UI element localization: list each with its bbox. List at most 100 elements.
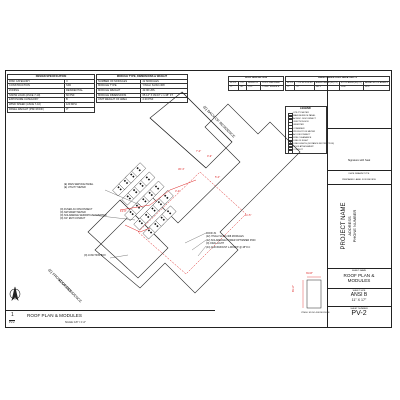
callout-label: (44) QUICKMOUNT L-MOUNT @ 48"O.C: [206, 245, 251, 249]
roof-attachment-icon: [156, 224, 159, 228]
legend-item: - FIRE CLEARANCE: [292, 136, 312, 139]
callout-label: (N) 3/4" EMT CONDUIT: [60, 217, 86, 220]
footer-number: 1: [11, 312, 14, 318]
roof-attachment-icon: [157, 187, 160, 190]
callouts-right: ROOF #1(22) YINGLI S1/SO-308 MODULES(22)…: [206, 232, 255, 249]
solar-module: [140, 171, 156, 187]
cell: #1: [284, 85, 296, 92]
module-spec-table: MODULE TYPE, DIMENSIONS & WEIGHT NUMBER …: [95, 74, 188, 104]
legend-item: - LINE OF SIGHT: [292, 139, 309, 142]
table-row: PANEL WEIGHT (PSF ROOF)4*: [7, 106, 96, 113]
module-dim-right: 39.03": [306, 272, 313, 275]
table-cell: 2.30 PSF: [140, 97, 188, 104]
roof-attachment-icon: [137, 206, 141, 209]
roof-attachment-icon: [132, 175, 135, 178]
array-area-table: ARRAY AREA & ROOF AREA CALC'S ROOF # OF …: [284, 76, 391, 92]
dimension-label: 36'-4": [178, 168, 185, 171]
fire-clearance-line: [137, 171, 247, 275]
project-text-group: PROJECT NAME ADDRESS PHONE NUMBER: [341, 195, 357, 257]
dimension-label: 11'-5": [245, 214, 252, 217]
date-cell: DATE DRAWN/TYPE PREPARED LABEL FOR REVIE…: [327, 170, 391, 184]
footer-sub: PV-2: [9, 320, 15, 324]
legend-item: - PRODUCTION METER: [292, 130, 316, 133]
callout-label: (N) ORAL LIGHT: [206, 242, 225, 246]
roof-attachment-icon: [150, 193, 153, 197]
dimension-label: 0'-9": [207, 155, 213, 158]
roof-attachment-icon: [140, 222, 143, 225]
dimension-label: 7'-0": [196, 150, 202, 153]
cell: 34%: [362, 85, 391, 92]
cell: COMP. SHINGLE: [260, 85, 284, 92]
signature-label: Signature with Seal: [347, 159, 371, 162]
legend-item: - JUNCTION BOX: [292, 121, 309, 124]
dimension-label: 3'-2": [175, 190, 181, 193]
house-outline: [94, 103, 301, 294]
callout-label: ROOF #1: [206, 232, 217, 235]
roof-attachment-icon: [144, 200, 147, 203]
title-block: [327, 76, 392, 327]
legend-item: - LINE LENGTH (DISTANCE INSTRUCTION): [292, 143, 334, 145]
north-arrow-icon: [9, 286, 21, 301]
legend-item: - UTILITY METER: [292, 112, 309, 114]
dimension-label: 13'-0": [120, 210, 127, 213]
legend-box: LEGEND - UTILITY METER- MAIN SERVICE PAN…: [285, 106, 334, 154]
roof-attachment-icon: [131, 212, 134, 216]
callout-label: (N) FUSED AC DISCONNECT: [60, 208, 93, 211]
roof-attachment-icon: [128, 197, 131, 200]
table-cell: 4*: [63, 106, 96, 113]
sheet-name-label: SHEET NAME: [351, 270, 367, 272]
legend-item: - INVERTER: [292, 124, 304, 127]
roof-attachment-icon: [166, 196, 169, 199]
solar-module: [158, 189, 174, 205]
project-cell: PROJECT NAME ADDRESS PHONE NUMBER: [327, 184, 391, 268]
cell: 141°: [246, 85, 262, 92]
roof-attachment-icon: [141, 184, 144, 187]
array-area-row: #1 22 392.1 1156 34%: [284, 85, 391, 92]
roof-attachment-icon: [147, 178, 151, 181]
cell: #1: [227, 85, 240, 92]
module-dim-bottom: 65.14": [292, 285, 295, 292]
roof-attachment-icon: [135, 191, 138, 194]
roof-attachment-icon: [162, 218, 165, 221]
sheet-size-cell: SHEET SIZE ANSI B 11" X 17": [327, 288, 391, 306]
cell: 40°: [238, 85, 248, 92]
sheet-number-cell: SHEET NUMBER PV-2: [327, 306, 391, 327]
date-label: DATE DRAWN/TYPE: [348, 173, 370, 175]
cell: 392.1: [313, 85, 340, 92]
project-phone: PHONE NUMBER: [352, 209, 357, 243]
callout-label: (N) SOLAREDGE SE6000H-US INVERTER: [60, 214, 107, 217]
solar-module: [131, 162, 147, 178]
legend-item: - AC DISCONNECT: [292, 133, 311, 136]
roof-attachment-icon: [138, 169, 141, 172]
sheet-footer: 1 PV-2 ROOF PLAN & MODULES SCALE: 1/8" =…: [5, 310, 215, 328]
prepared-label: PREPARED LABEL FOR REVIEW: [342, 179, 376, 181]
footer-title: ROOF PLAN & MODULES: [27, 313, 82, 318]
callout-label: (22) YINGLI S1/SO-308 MODULES: [206, 235, 244, 239]
roof-attachment-icon: [153, 209, 156, 212]
callout-label: (22) SOLAREDGE POWER OPTIMIZER P340: [206, 238, 256, 242]
sheet-name: ROOF PLAN & MODULES: [343, 273, 375, 283]
sheet-name-cell: SHEET NAME ROOF PLAN & MODULES: [327, 268, 391, 288]
callouts-left: (N) FUSED AC DISCONNECT(N) NM SMART METE…: [60, 208, 107, 220]
callout-label: (N) NM SMART METER: [60, 211, 86, 214]
sheet-size: ANSI B: [350, 292, 368, 298]
module-array: [112, 162, 177, 240]
legend-item: - MAIN SERVICE PANEL: [292, 115, 316, 118]
conduit-line: [119, 179, 197, 211]
garage-lower: [87, 199, 169, 279]
legend-symbol-icon: [287, 149, 293, 154]
dimension-label: 5'-0": [215, 176, 221, 179]
legend-title: LEGEND: [300, 107, 311, 110]
table-cell: UNIT WEIGHT OF AREA: [95, 97, 142, 104]
sheet-number-label: SHEET NUMBER: [350, 308, 368, 310]
legend-item: - COMBINER: [292, 127, 305, 130]
roof-attachment-icon: [159, 203, 163, 206]
junction-box-label: (N) JUNCTION BOX: [84, 254, 106, 257]
array-area-headers: ROOF # OF MODULES ARRAY AREA (Sq. Ft.) R…: [284, 80, 391, 87]
footer-scale: SCALE: 1/8" = 1'-0": [65, 321, 86, 324]
roof-description-table: ROOF DESCRIPTION ROOF TILT AZIMUTH ROOF …: [227, 76, 284, 92]
legend-item: - CONDUIT: [292, 149, 303, 152]
